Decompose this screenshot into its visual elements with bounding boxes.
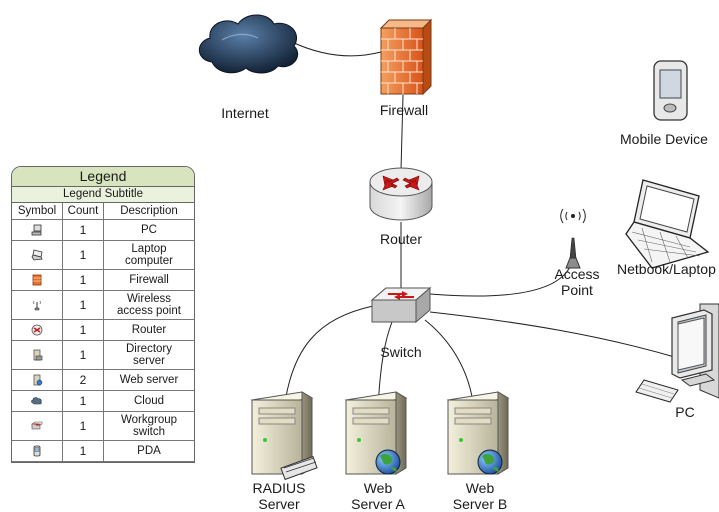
legend-count: 1 — [62, 390, 104, 412]
link-firewall-router — [400, 94, 404, 171]
switch-icon — [12, 411, 63, 441]
netbook-label: Netbook/Laptop — [617, 261, 716, 277]
legend-description-line2: access point — [117, 305, 181, 317]
directory-server-icon — [12, 340, 63, 370]
web-server-a-label: Web Server A — [340, 480, 416, 512]
internet-label: Internet — [221, 105, 269, 121]
web-server-a-icon — [344, 391, 408, 475]
web-b-label-line2: Server B — [452, 496, 508, 512]
link-switch-pc — [429, 311, 679, 359]
legend-description-line1: Laptop — [131, 243, 167, 255]
legend-row: 1 Router — [12, 319, 194, 341]
web-a-label-line1: Web — [363, 480, 393, 496]
legend-count: 1 — [62, 219, 104, 241]
legend-description-line1: Workgroup — [120, 414, 178, 426]
firewall-icon — [12, 269, 63, 291]
web-a-label-line2: Server A — [351, 496, 405, 512]
legend-count: 2 — [62, 369, 104, 391]
legend-row: 1 Cloud — [12, 390, 194, 412]
legend-description-line1: Directory — [125, 343, 172, 355]
radius-server-label: RADIUS Server — [244, 480, 314, 512]
access-point-label-line1: Access — [554, 266, 600, 282]
radius-label-line1: RADIUS — [252, 480, 306, 496]
legend-description-line1: Firewall — [129, 274, 169, 286]
legend-description: Firewall — [103, 269, 194, 291]
legend-description-line2: server — [133, 355, 165, 367]
legend-description-line1: Web server — [119, 374, 179, 386]
legend-description-line1: PC — [141, 224, 157, 236]
legend-subtitle: Legend Subtitle — [12, 187, 194, 203]
legend-description-line1: PDA — [137, 445, 161, 457]
firewall-label: Firewall — [379, 102, 429, 118]
legend-description-line1: Router — [131, 324, 167, 336]
access-point-icon — [560, 208, 586, 269]
legend-header-symbol: Symbol — [12, 203, 63, 220]
legend-count: 1 — [62, 440, 104, 462]
pc-icon — [635, 303, 719, 403]
wireless-ap-icon — [12, 290, 63, 320]
pc-label: PC — [675, 404, 695, 420]
legend-description: Web server — [103, 369, 194, 391]
legend-row: 1 PC — [12, 219, 194, 241]
switch-label: Switch — [380, 344, 422, 360]
link-switch-webb — [424, 319, 475, 411]
legend-title: Legend — [12, 167, 194, 187]
legend-description: Cloud — [103, 390, 194, 412]
legend-header-description: Description — [103, 203, 194, 220]
legend-description-line1: Wireless — [126, 293, 172, 305]
legend-count: 1 — [62, 269, 104, 291]
router-label: Router — [379, 231, 423, 247]
internet-cloud-icon — [198, 14, 299, 74]
router-icon — [12, 319, 63, 341]
switch-icon — [370, 286, 432, 324]
legend-row: 1 Firewall — [12, 269, 194, 291]
legend-count: 1 — [62, 290, 104, 320]
mobile-device-label: Mobile Device — [620, 131, 708, 147]
legend-description: Router — [103, 319, 194, 341]
link-internet-firewall — [291, 41, 382, 57]
web-server-b-label: Web Server B — [442, 480, 518, 512]
legend-description-line2: switch — [133, 426, 165, 438]
legend-count: 1 — [62, 411, 104, 441]
web-server-b-icon — [446, 391, 510, 475]
legend-row: 1 PDA — [12, 440, 194, 462]
web-b-label-line1: Web — [465, 480, 495, 496]
firewall-icon — [379, 18, 433, 96]
connections — [282, 41, 679, 419]
cloud-icon — [12, 390, 63, 412]
mobile-device-icon — [653, 60, 688, 121]
legend-description: PC — [103, 219, 194, 241]
legend-description: PDA — [103, 440, 194, 462]
legend-header-count: Count — [62, 203, 104, 220]
legend-row: 2 Web server — [12, 369, 194, 391]
legend-count: 1 — [62, 319, 104, 341]
legend-count: 1 — [62, 240, 104, 270]
pda-icon — [12, 440, 63, 462]
radius-server-icon — [250, 391, 318, 481]
radius-label-line2: Server — [258, 496, 300, 512]
link-switch-accesspoint — [429, 261, 573, 297]
legend-description-line1: Cloud — [133, 395, 165, 407]
legend-description-line2: computer — [125, 255, 173, 267]
access-point-label: Access Point — [546, 266, 608, 298]
access-point-label-line2: Point — [561, 282, 593, 298]
laptop-icon — [625, 179, 710, 269]
router-icon — [369, 167, 433, 221]
legend-panel: Legend Legend Subtitle Symbol Count Desc… — [11, 166, 195, 463]
laptop-icon — [12, 240, 63, 270]
web-server-icon — [12, 369, 63, 391]
pc-icon — [12, 219, 63, 241]
legend-count: 1 — [62, 340, 104, 370]
